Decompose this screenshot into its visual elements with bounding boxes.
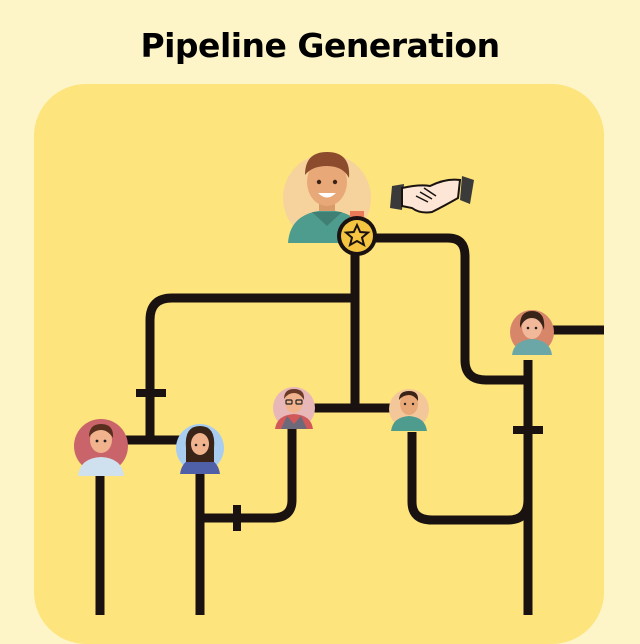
man-glasses-avatar-icon <box>273 387 315 429</box>
pipeline-diagram <box>74 152 604 615</box>
pipes <box>95 233 604 615</box>
pipe-left-branch <box>110 293 355 445</box>
woman-right-avatar-icon <box>510 310 554 355</box>
man-small-avatar-icon <box>389 389 429 431</box>
man-left-avatar-icon <box>74 419 128 476</box>
handshake-icon <box>390 176 474 214</box>
page-title: Pipeline Generation <box>140 26 500 65</box>
pipe-glasses-down <box>200 428 297 523</box>
star-medal-icon <box>337 211 377 256</box>
pipe-right-branch <box>370 233 532 385</box>
pipe-small-man-loop <box>407 432 533 525</box>
woman-left-avatar-icon <box>176 424 224 474</box>
